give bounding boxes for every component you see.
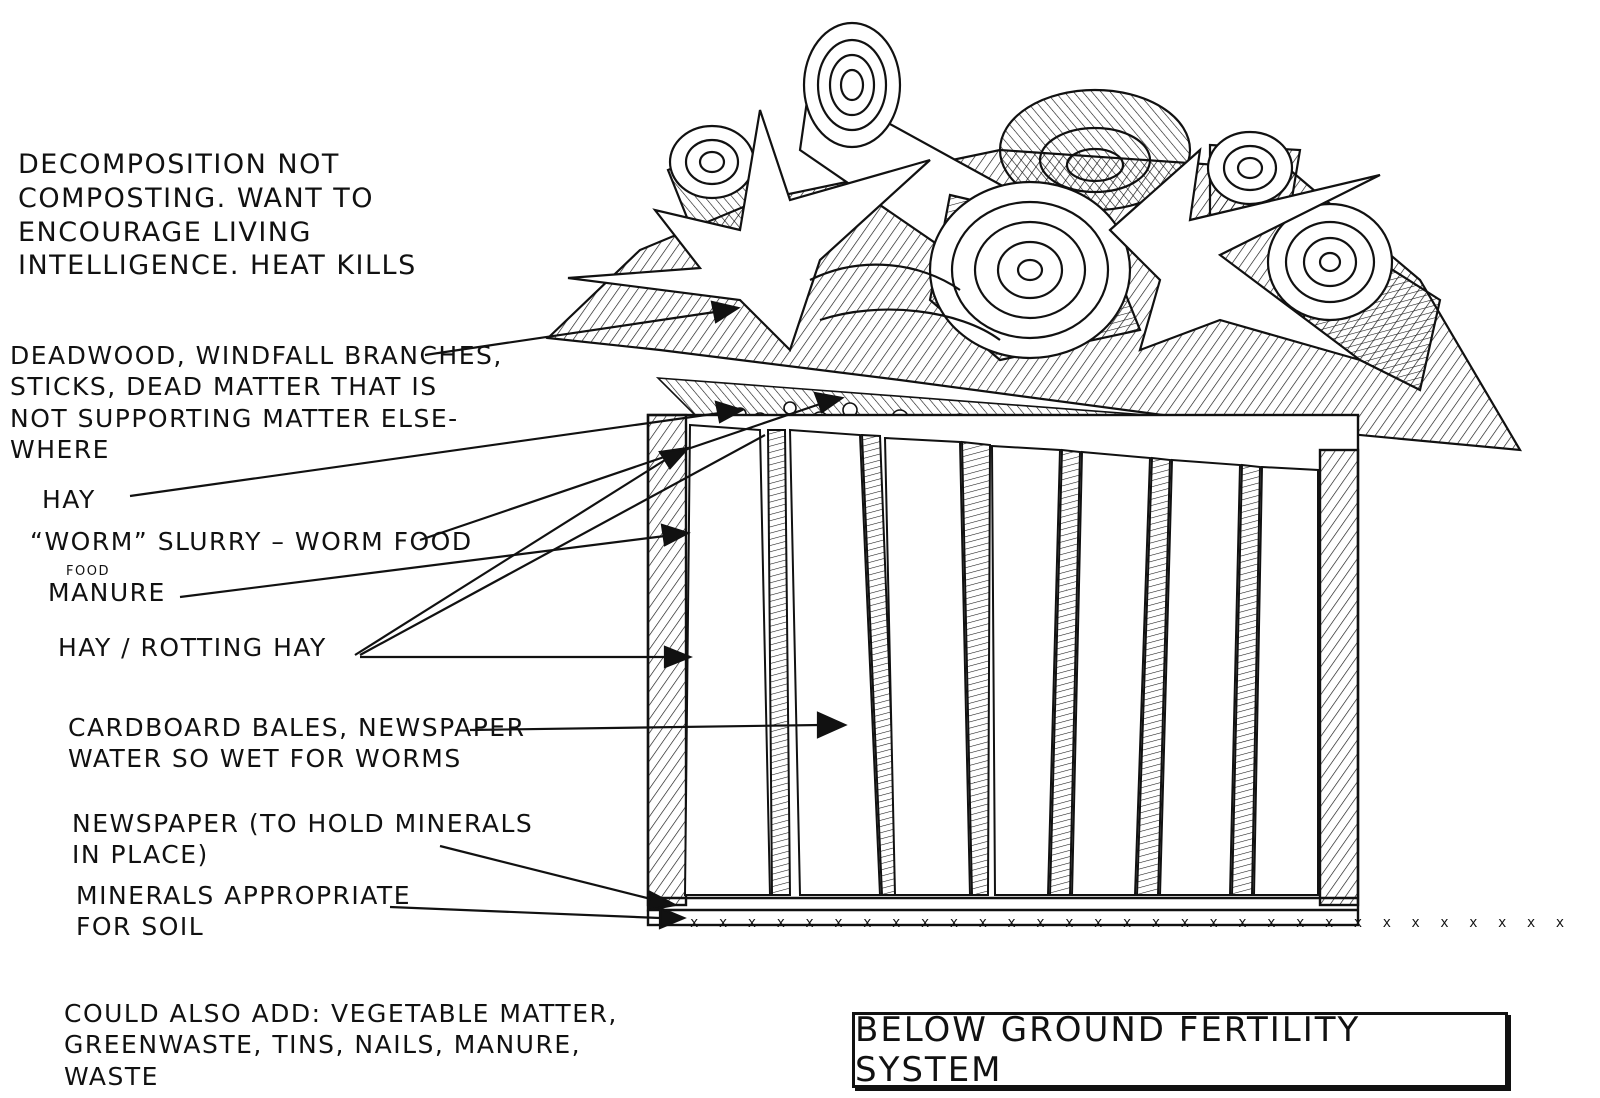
leader-cardboard (469, 723, 821, 732)
label-food-note: FOOD (66, 564, 110, 579)
diagram-title: BELOW GROUND FERTILITY SYSTEM (855, 1010, 1361, 1090)
leader-minerals (389, 905, 661, 920)
log-right-front (1266, 202, 1442, 392)
label-deadwood: DEADWOOD, WINDFALL BRANCHES, STICKS, DEA… (10, 341, 503, 464)
deadwood-pile (545, 21, 1523, 452)
arrow-manure (660, 523, 691, 547)
leader-rotting-to-slurry (359, 434, 766, 656)
log-right-back (998, 88, 1192, 212)
label-hay: HAY (42, 485, 96, 514)
branch-right (1108, 147, 1381, 362)
arrow-minerals (658, 906, 687, 930)
arrow-rotting-upper (658, 446, 691, 470)
cardboard-bales (683, 423, 1319, 896)
arrow-rotting (663, 645, 693, 669)
leader-hay (129, 411, 721, 498)
label-minerals: MINERALS APPROPRIATE FOR SOIL (76, 881, 411, 942)
pit-box: x x x x x x x x x x x x x x x x x x x x … (646, 413, 1570, 931)
leader-rotting-to-slurry-2 (354, 459, 666, 656)
label-manure: MANURE (48, 578, 166, 607)
leader-manure (179, 534, 666, 599)
also-add-note: COULD ALSO ADD: VEGETABLE MATTER, GREENW… (64, 999, 618, 1091)
leader-deadwood (424, 310, 716, 357)
leader-newspaper (439, 844, 656, 902)
minerals-marks: x x x x x x x x x x x x x x x x x x x x … (690, 915, 1570, 931)
label-rotting-hay: HAY / ROTTING HAY (58, 633, 327, 662)
log-center-big (928, 180, 1142, 362)
label-newspaper: NEWSPAPER (TO HOLD MINERALS IN PLACE) (72, 809, 534, 870)
label-cardboard: CARDBOARD BALES, NEWSPAPER WATER SO WET … (68, 713, 526, 774)
branch-left (567, 109, 931, 353)
leader-lines (129, 300, 848, 930)
leader-worm-slurry (419, 402, 821, 542)
arrow-worm-slurry (813, 391, 845, 414)
arrow-hay (714, 400, 745, 424)
intro-note: DECOMPOSITION NOT COMPOSTING. WANT TO EN… (18, 149, 417, 282)
log-right-small (1206, 130, 1302, 217)
label-worm-slurry: “WORM” SLURRY – WORM FOOD (30, 527, 473, 556)
arrow-cardboard (816, 711, 848, 739)
title-box: BELOW GROUND FERTILITY SYSTEM (852, 1010, 1508, 1090)
hay-lining-right (1318, 448, 1360, 907)
arrow-deadwood (710, 300, 741, 324)
